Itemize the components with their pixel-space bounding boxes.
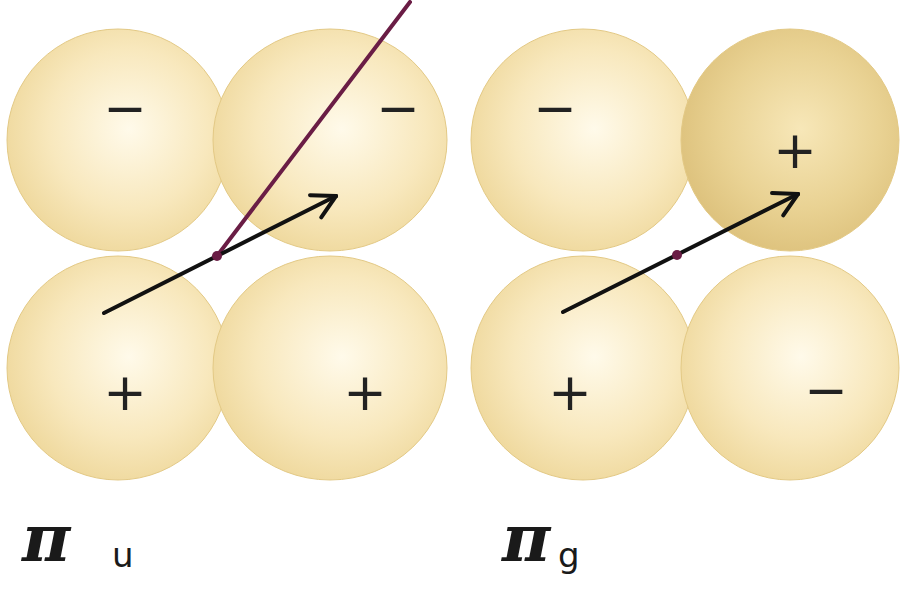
arrow-head (310, 193, 336, 198)
phase-sign: + (103, 366, 147, 418)
inversion-centre (672, 250, 682, 260)
orbital-lobe: − (680, 255, 900, 481)
orbital-lobe: − (6, 28, 230, 252)
arrow-head (772, 191, 798, 196)
parity-subscript: g (558, 538, 580, 572)
phase-sign: + (548, 366, 592, 418)
phase-sign: − (804, 364, 848, 416)
inversion-arrow (104, 196, 336, 313)
inversion-arrow (563, 194, 798, 312)
orbital-lobe: + (6, 255, 230, 481)
phase-sign: − (103, 82, 147, 134)
orbital-lobe: + (470, 255, 696, 481)
orbital-lobe: + (212, 255, 448, 481)
lobe-shape (470, 28, 696, 252)
inversion-centre (212, 251, 222, 261)
parity-subscript: u (112, 538, 134, 572)
arrow-head (321, 196, 336, 217)
phase-sign: + (773, 124, 817, 176)
orbital-symbol: π (502, 505, 550, 571)
orbital-lobe: + (680, 28, 900, 252)
lobe-shape (212, 255, 448, 481)
phase-sign: − (376, 82, 420, 134)
lobe-shape (6, 28, 230, 252)
phase-sign: − (533, 82, 577, 134)
phase-sign: + (343, 366, 387, 418)
orbital-symbol: π (22, 505, 70, 571)
lobe-shape (680, 255, 900, 481)
axis-line (217, 2, 410, 256)
orbital-lobe: − (470, 28, 696, 252)
arrow-head (783, 194, 798, 215)
